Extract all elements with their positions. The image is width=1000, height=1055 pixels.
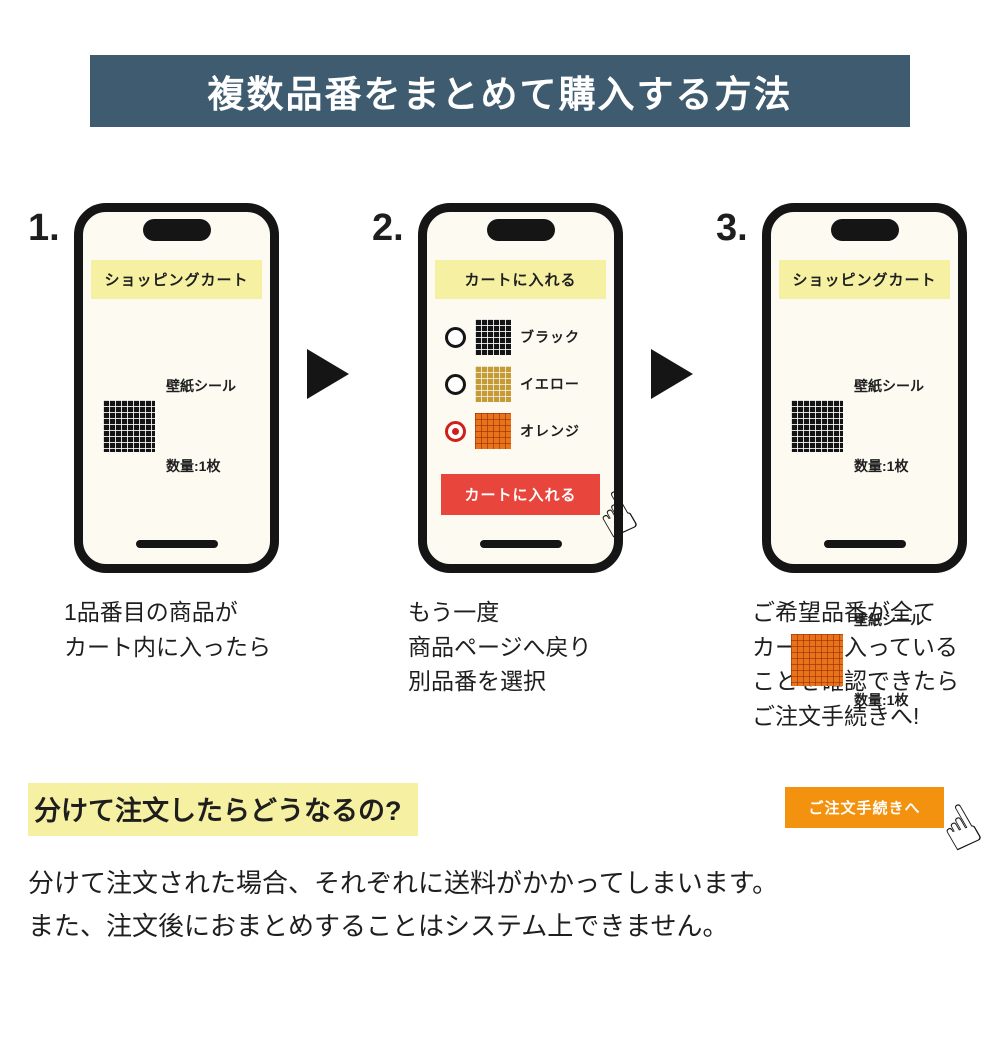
yellow-grid-swatch	[475, 366, 511, 402]
step-3-number: 3.	[716, 207, 748, 249]
step-2-caption: もう一度 商品ページへ戻り 別品番を選択	[408, 599, 592, 694]
orange-grid-swatch	[791, 634, 843, 687]
cart-item: 壁紙シール 数量:1枚	[103, 320, 262, 533]
cart-item: 壁紙シール 数量:1枚	[791, 320, 950, 533]
phone-home-indicator	[135, 540, 218, 548]
radio-button-selected[interactable]	[445, 420, 466, 442]
footer-body-text: 分けて注文された場合、それぞれに送料がかかってしまいます。 また、注文後におまと…	[28, 868, 779, 941]
cart-item: 壁紙シール 数量:1枚	[791, 554, 950, 767]
step-1-caption: 1品番目の商品が カート内に入ったら	[64, 599, 271, 660]
item-quantity: 数量:1枚	[166, 457, 221, 474]
color-option-label: イエロー	[520, 376, 580, 392]
color-option-orange[interactable]: オレンジ	[445, 413, 606, 449]
item-name: 壁紙シール	[166, 378, 236, 395]
page-title: 複数品番をまとめて購入する方法	[90, 55, 910, 127]
step-1-number: 1.	[28, 207, 60, 249]
add-to-cart-button[interactable]: カートに入れる	[441, 474, 600, 515]
question-heading: 分けて注文したらどうなるの?	[28, 783, 1000, 836]
color-option-black[interactable]: ブラック	[445, 319, 606, 355]
phone-notch	[830, 219, 899, 241]
orange-grid-swatch	[475, 413, 511, 449]
step-3: 3. ショッピングカート 壁紙シール 数量:1枚	[716, 203, 992, 865]
phone-notch	[142, 219, 211, 241]
cart-banner: ショッピングカート	[91, 260, 262, 299]
next-step-arrow-icon	[651, 349, 693, 399]
phone-step-1: ショッピングカート 壁紙シール 数量:1枚	[74, 203, 279, 573]
step-2: 2. カートに入れる ブラック イエロー	[372, 203, 648, 699]
radio-button[interactable]	[445, 326, 466, 348]
phone-home-indicator	[823, 540, 906, 548]
phone-screen: ショッピングカート 壁紙シール 数量:1枚	[83, 212, 270, 533]
item-quantity: 数量:1枚	[854, 457, 909, 474]
item-quantity: 数量:1枚	[854, 691, 909, 708]
item-name: 壁紙シール	[854, 611, 924, 628]
steps-row: 1. ショッピングカート 壁紙シール 数量:1枚 1品番目の商品が カート内に入…	[0, 203, 1000, 865]
step-3-caption: ご希望品番が全て カートに入っている ことを確認できたら ご注文手続きへ!	[752, 599, 959, 729]
phone-notch	[486, 219, 555, 241]
black-grid-swatch	[791, 400, 843, 453]
radio-button[interactable]	[445, 373, 466, 395]
phone-screen: ショッピングカート 壁紙シール 数量:1枚 壁紙シール 数量:1枚	[771, 212, 992, 865]
step-1: 1. ショッピングカート 壁紙シール 数量:1枚 1品番目の商品が カート内に入…	[28, 203, 284, 664]
color-option-label: ブラック	[520, 329, 580, 345]
cart-banner: ショッピングカート	[779, 260, 950, 299]
question-highlight: 分けて注文したらどうなるの?	[28, 783, 418, 836]
black-grid-swatch	[103, 400, 155, 453]
phone-step-2: カートに入れる ブラック イエロー	[418, 203, 648, 573]
color-options: ブラック イエロー オレンジ	[435, 319, 606, 449]
color-option-label: オレンジ	[520, 423, 580, 439]
add-to-cart-banner: カートに入れる	[435, 260, 606, 299]
step-2-number: 2.	[372, 207, 404, 249]
phone-screen: カートに入れる ブラック イエロー	[427, 212, 648, 553]
footer-note: 分けて注文したらどうなるの? 分けて注文された場合、それぞれに送料がかかってしま…	[28, 783, 1000, 948]
black-grid-swatch	[475, 319, 511, 355]
phone-step-3: ショッピングカート 壁紙シール 数量:1枚 壁紙シール 数量:1枚	[762, 203, 992, 865]
next-step-arrow-icon	[307, 349, 349, 399]
item-name: 壁紙シール	[854, 378, 924, 395]
phone-home-indicator	[479, 540, 562, 548]
checkout-button[interactable]: ご注文手続きへ	[785, 786, 944, 828]
color-option-yellow[interactable]: イエロー	[445, 366, 606, 402]
